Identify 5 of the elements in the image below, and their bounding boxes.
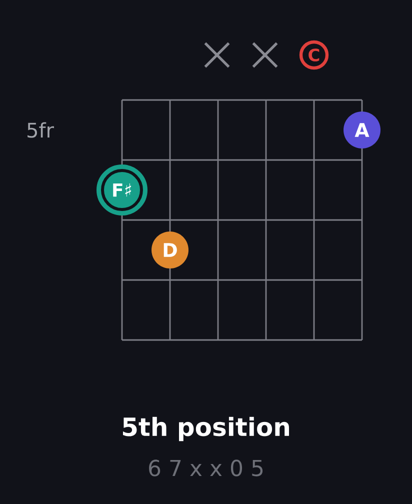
cross-mark [252, 42, 278, 68]
fret-position-label: 5fr [28, 122, 54, 138]
fingering-text: 6 7 x x 0 5 [149, 460, 263, 476]
title: 5th position [123, 416, 289, 442]
cross-mark [204, 42, 230, 68]
